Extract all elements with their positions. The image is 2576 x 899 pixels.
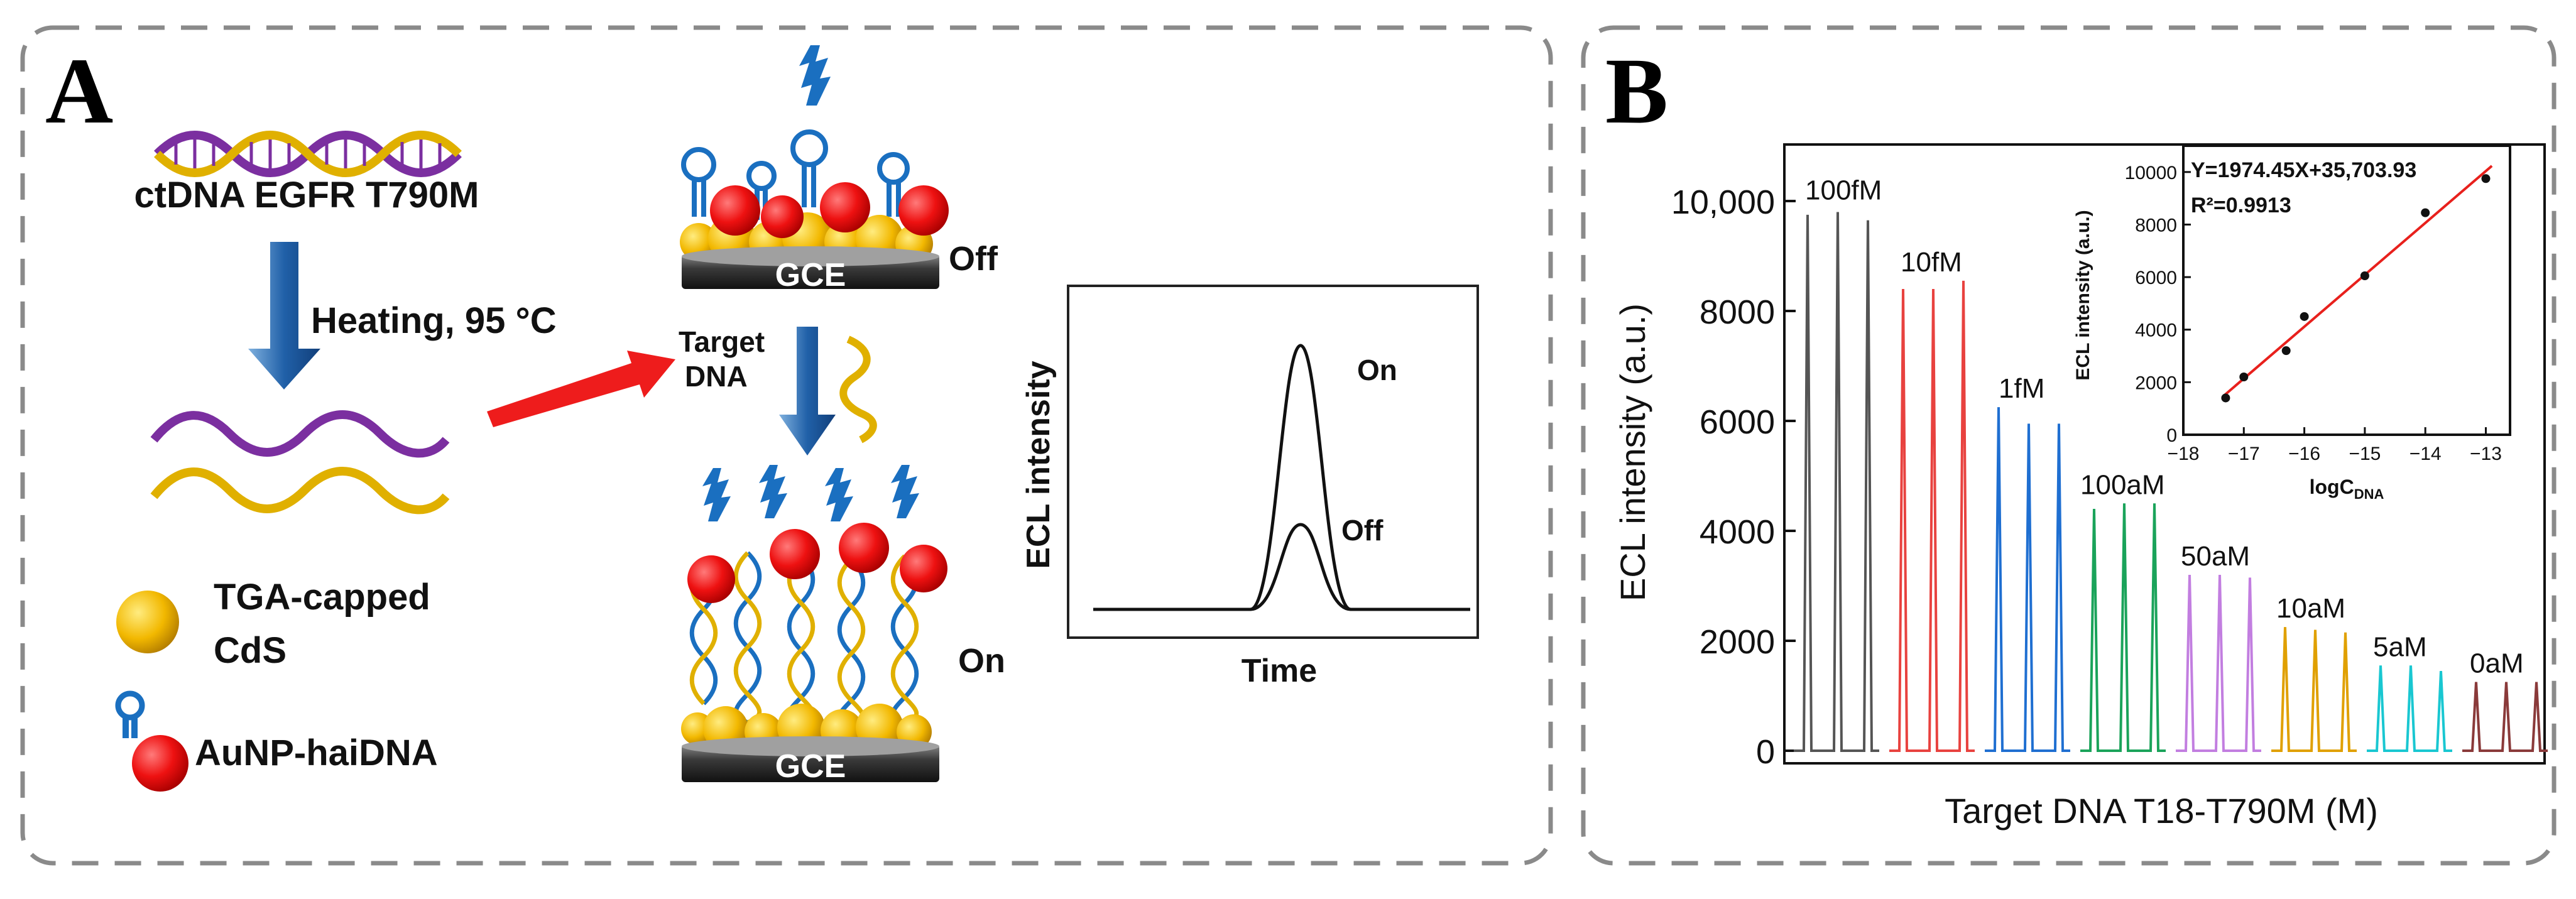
main-ylabel: ECL intensity (a.u.)	[1613, 303, 1652, 601]
inset-xtick-label: −17	[2228, 444, 2260, 464]
inset-xlabel-sub: DNA	[2354, 486, 2384, 502]
fit-line	[2222, 165, 2493, 398]
inset-ytick-label: 0	[2166, 425, 2177, 446]
inset-ylabel: ECL intensity (a.u.)	[2073, 210, 2093, 380]
target-label-1: Target	[679, 325, 765, 358]
target-dna-strand-icon	[839, 335, 877, 444]
inset-ytick-label: 6000	[2135, 268, 2177, 288]
aunp-haidna-icon	[115, 690, 188, 792]
inset-ytick-label: 8000	[2135, 215, 2177, 236]
inset-data-point	[2300, 312, 2309, 321]
inset-equation: Y=1974.45X+35,703.93	[2191, 158, 2416, 182]
main-ytick-label: 4000	[1700, 513, 1775, 551]
series-label: 50aM	[2181, 541, 2250, 572]
inset-ytick-label: 4000	[2135, 320, 2177, 341]
cds-nanoparticle-icon	[116, 591, 179, 653]
ecl-off-curve	[1093, 523, 1470, 611]
inset-data-point	[2221, 393, 2230, 403]
main-plot-frame	[1783, 143, 2546, 765]
main-ytick-label: 8000	[1700, 293, 1775, 331]
target-label-2: DNA	[685, 360, 748, 393]
ecl-peak-series	[1985, 407, 2070, 752]
legend-cds-line1: TGA-capped	[214, 577, 430, 618]
inset-ytick-label: 10000	[2125, 163, 2177, 183]
main-ytick-label: 2000	[1700, 623, 1775, 661]
ecl-peak-series	[2271, 627, 2357, 752]
panel-b-border	[1581, 25, 2557, 866]
main-yticks: 10,000 8000 6000 4000 2000 0	[1671, 183, 1796, 771]
main-xlabel: Target DNA T18-T790M (M)	[1945, 791, 2378, 831]
signal-top-icon	[799, 45, 831, 106]
state-off-label: Off	[949, 240, 998, 278]
inset-data-point	[2421, 208, 2430, 217]
inset-r2: R²=0.9913	[2191, 193, 2291, 217]
ecl-off-label: Off	[1341, 514, 1384, 547]
single-strand-gold-icon	[150, 467, 450, 515]
hybridization-arrow-icon	[779, 327, 836, 455]
electrode-top: GCE	[682, 246, 939, 293]
series-label: 5aM	[2373, 631, 2427, 662]
ecl-peak-series	[1889, 280, 1975, 752]
panel-a-border	[20, 25, 1553, 866]
inset-yticks: 10000 8000 6000 4000 2000 0	[2125, 163, 2191, 446]
series-label: 10fM	[1901, 247, 1962, 278]
main-peaks	[1794, 212, 2548, 752]
inset-xticks: −18 −17 −16 −15 −14 −13	[2168, 427, 2502, 464]
inset-xtick-label: −14	[2410, 444, 2442, 464]
aunp-bottom-icon	[687, 523, 947, 603]
legend-au-label: AuNP-haiDNA	[195, 733, 438, 773]
inset-xtick-label: −16	[2288, 444, 2320, 464]
panel-a-letter: A	[45, 39, 113, 143]
inset-data-point	[2360, 271, 2369, 280]
series-label: 0aM	[2470, 648, 2524, 679]
inset-xlabel-main: logC	[2310, 476, 2354, 498]
ctdna-helix-icon	[154, 131, 462, 177]
inset-data-point	[2239, 373, 2249, 381]
panel-b-letter: B	[1605, 39, 1668, 143]
ecl-peak-series	[2176, 574, 2261, 752]
ecl-peak-series	[2080, 503, 2166, 752]
main-chart: 10,000 8000 6000 4000 2000 0 100fM 10fM 1fM 100a…	[1613, 143, 2548, 831]
legend-cds-line2: CdS	[214, 630, 287, 671]
ecl-peak-series	[2367, 665, 2452, 752]
signal-bottom-icons	[702, 465, 919, 521]
electrode-bottom: GCE	[682, 736, 939, 785]
main-ytick-label: 6000	[1700, 403, 1775, 441]
series-label: 10aM	[2276, 593, 2345, 624]
heating-arrow-icon	[248, 242, 320, 390]
series-label: 1fM	[1999, 373, 2044, 404]
inset-data-point	[2481, 174, 2491, 183]
target-arrow-icon	[487, 351, 675, 427]
inset-xlabel: logCDNA	[2310, 476, 2384, 502]
main-ytick-label: 10,000	[1671, 183, 1775, 221]
ecl-time-box	[1067, 285, 1479, 639]
electrode-top-label: GCE	[775, 257, 846, 293]
aunp-top-icon	[710, 182, 949, 238]
ecl-time-ylabel: ECL intensity	[1020, 361, 1057, 569]
ecl-peak-series	[1794, 212, 1879, 752]
main-series-labels: 100fM 10fM 1fM 100aM 50aM 10aM 5aM 0aM	[1805, 175, 2524, 679]
ctdna-label: ctDNA EGFR T790M	[134, 175, 479, 215]
ecl-on-label: On	[1357, 354, 1397, 386]
series-label: 100fM	[1805, 175, 1882, 206]
series-label: 100aM	[2080, 469, 2165, 500]
main-ytick-label: 0	[1756, 733, 1775, 771]
inset-ytick-label: 2000	[2135, 373, 2177, 393]
ecl-peak-series	[2462, 682, 2548, 752]
inset-points	[2221, 174, 2491, 403]
state-on-label: On	[958, 642, 1005, 680]
ecl-on-curve	[1093, 344, 1470, 611]
inset-data-point	[2281, 346, 2291, 356]
heating-label: Heating, 95 °C	[311, 300, 557, 341]
inset-xtick-label: −18	[2168, 444, 2200, 464]
single-strand-purple-icon	[150, 410, 450, 458]
inset-xtick-label: −13	[2470, 444, 2502, 464]
ecl-time-xlabel: Time	[1242, 653, 1317, 689]
electrode-bottom-label: GCE	[775, 748, 846, 785]
inset-xtick-label: −15	[2349, 444, 2381, 464]
